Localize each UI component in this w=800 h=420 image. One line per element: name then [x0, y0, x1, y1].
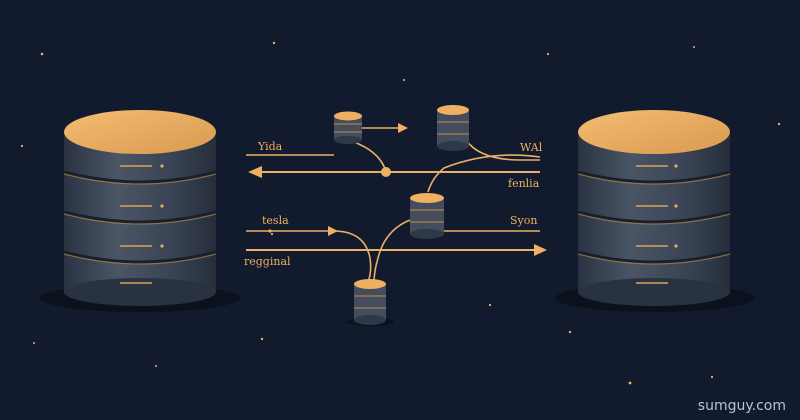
arrow-right-icon	[398, 123, 408, 133]
label-regginal: regginal	[244, 255, 291, 268]
label-tesla: tesla	[262, 214, 289, 227]
watermark: sumguy.com	[698, 398, 786, 414]
arrow-right-icon	[534, 244, 547, 256]
label-wal: WAl	[520, 141, 543, 154]
small-database-icon	[346, 279, 394, 326]
junction-node-icon	[381, 167, 391, 177]
left-database-icon	[40, 110, 240, 312]
arrow-right-icon	[328, 226, 338, 236]
label-yida: Yida	[257, 140, 283, 153]
connection-lines	[246, 127, 541, 283]
small-database-icon	[334, 111, 362, 144]
arrowheads	[248, 123, 547, 256]
small-database-icon	[410, 193, 444, 239]
star-field	[20, 41, 781, 385]
label-fenlia: fenlia	[508, 177, 540, 190]
right-database-icon	[555, 110, 755, 312]
arrow-left-icon	[248, 166, 262, 178]
flow-labels: Yida WAl fenlia tesla Syon regginal	[244, 140, 543, 268]
label-syon: Syon	[510, 214, 537, 227]
small-database-icon	[437, 105, 469, 151]
